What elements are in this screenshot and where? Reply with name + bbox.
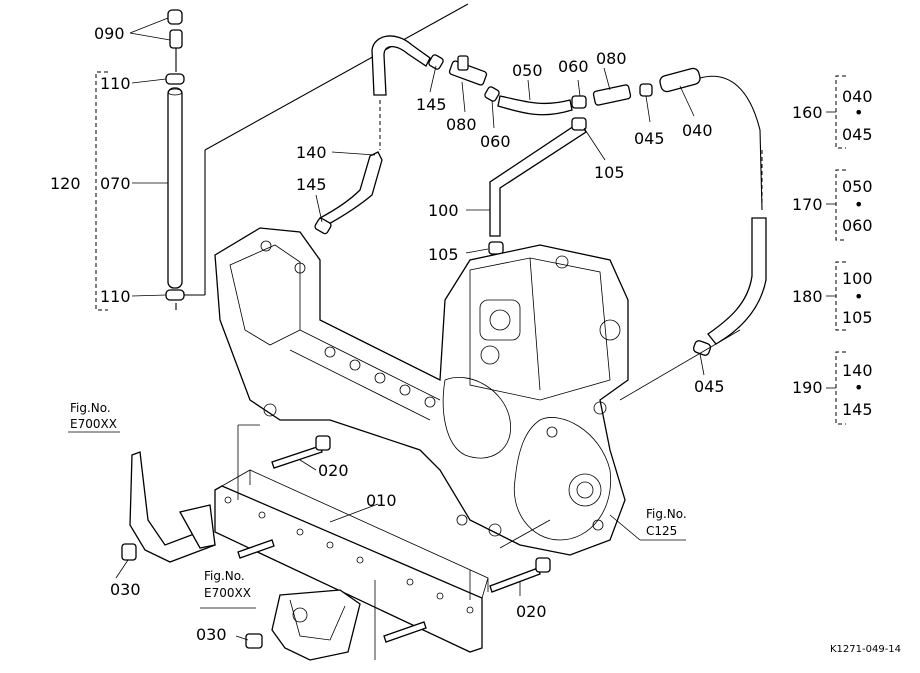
set-180-item-b: 105 (842, 308, 873, 327)
set-160-item-a: 040 (842, 87, 873, 106)
transmission-housing (214, 227, 629, 556)
set-180-item-a: 100 (842, 269, 873, 288)
label-040: 040 (682, 121, 713, 140)
label-080-mid: 080 (446, 115, 477, 134)
set-label-160: 160 (792, 103, 823, 122)
lower-bracket-assembly (214, 424, 551, 660)
part-labels: 090 110 120 070 110 140 145 145 080 060 … (50, 24, 725, 644)
label-030-bottom: 030 (196, 625, 227, 644)
label-070: 070 (100, 174, 131, 193)
label-145-left: 145 (296, 175, 327, 194)
label-090: 090 (94, 24, 125, 43)
label-045-top: 045 (634, 129, 665, 148)
diagram-code: K1271-049-14 (830, 644, 901, 655)
figure-references: Fig.No. E700XX Fig.No. E700XX Fig.No. C1… (70, 401, 687, 600)
svg-text:•: • (854, 195, 863, 214)
fig-ref-right-code: C125 (646, 524, 677, 538)
set-190-item-a: 140 (842, 361, 873, 380)
label-145-top: 145 (416, 95, 447, 114)
fig-ref-right-title: Fig.No. (646, 507, 687, 521)
set-190-item-b: 145 (842, 400, 873, 419)
label-020-top: 020 (318, 461, 349, 480)
fig-ref-bottom-title: Fig.No. (204, 569, 245, 583)
label-010: 010 (366, 491, 397, 510)
svg-text:•: • (854, 103, 863, 122)
fig-ref-left-title: Fig.No. (70, 401, 111, 415)
label-120: 120 (50, 174, 81, 193)
label-110-bottom: 110 (100, 287, 131, 306)
label-060-mid: 060 (480, 132, 511, 151)
svg-text:•: • (854, 287, 863, 306)
set-160-item-b: 045 (842, 125, 873, 144)
label-140: 140 (296, 143, 327, 162)
fig-ref-bottom-code: E700XX (204, 586, 251, 600)
set-label-170: 170 (792, 195, 823, 214)
leader-lines (68, 17, 741, 641)
label-060-top: 060 (558, 57, 589, 76)
label-105-right: 105 (594, 163, 625, 182)
label-030-left: 030 (110, 580, 141, 599)
label-110-top: 110 (100, 74, 131, 93)
label-105-left: 105 (428, 245, 459, 264)
label-050: 050 (512, 61, 543, 80)
label-100: 100 (428, 201, 459, 220)
set-label-180: 180 (792, 287, 823, 306)
vertical-pipe-assembly (95, 3, 469, 311)
set-groups: 160 040 • 045 170 050 • 060 180 100 • 10… (792, 75, 873, 425)
side-brackets (121, 451, 361, 661)
set-170-item-a: 050 (842, 177, 873, 196)
set-label-190: 190 (792, 378, 823, 397)
set-170-item-b: 060 (842, 216, 873, 235)
label-045-right: 045 (694, 377, 725, 396)
svg-text:•: • (854, 378, 863, 397)
label-020-bottom: 020 (516, 602, 547, 621)
label-080-top: 080 (596, 49, 627, 68)
upper-hose-assembly (314, 35, 767, 356)
fig-ref-left-code: E700XX (70, 417, 117, 431)
